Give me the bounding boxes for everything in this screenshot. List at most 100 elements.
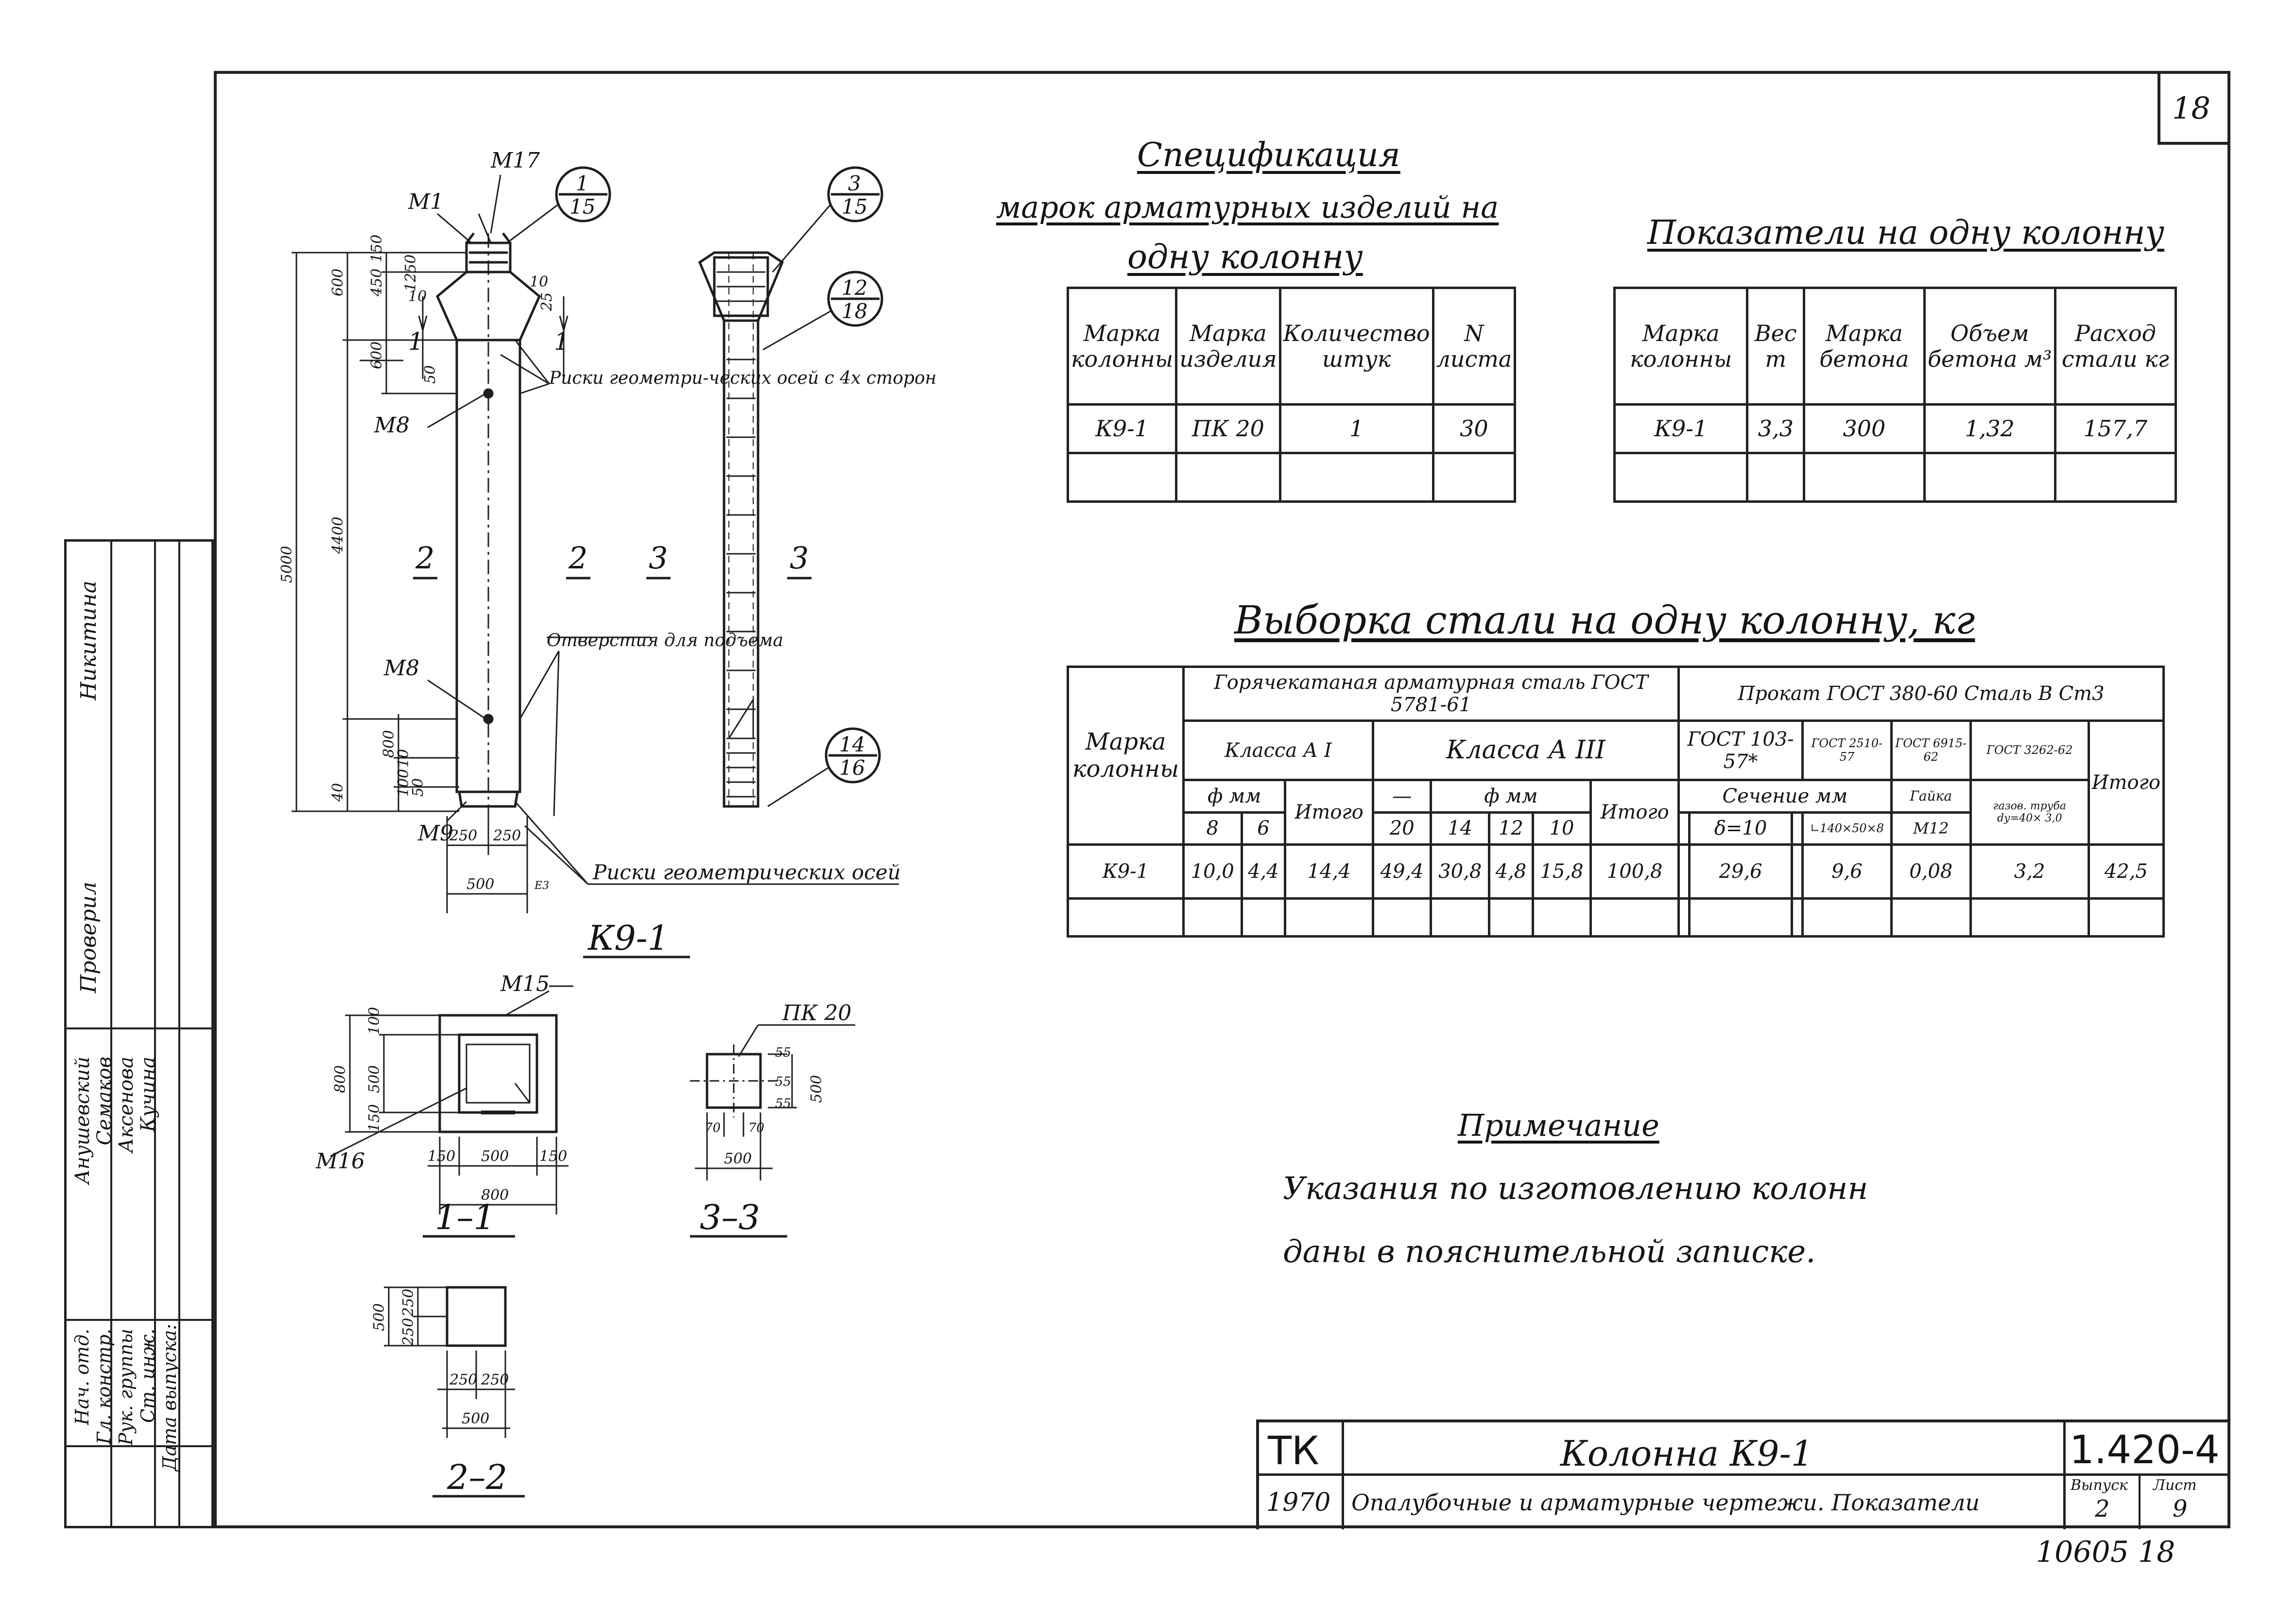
steel-cell-a1-8: 10,0 (1182, 843, 1243, 900)
section-mark-3a: 3 (649, 540, 668, 576)
steel-header-phi2: ф мм (1430, 779, 1592, 814)
note-title: Примечание (1458, 1108, 1659, 1143)
spec-cell-col-mark: К9-1 (1066, 403, 1178, 454)
stamp-subtitle: Опалубочные и арматурные чертежи. Показа… (1351, 1489, 1980, 1516)
spec-header-qty: Количество штук (1278, 287, 1434, 406)
ind-header-col-mark: Марка колонны (1613, 287, 1749, 406)
steel-header-gost6915: ГОСТ 6915-62 (1890, 719, 1972, 782)
stamp-list-label: Лист (2153, 1477, 2197, 1494)
dim-100: 100 (395, 769, 412, 797)
dim-600b: 600 (368, 342, 385, 369)
steel-header-angle: ∟140×50×8 (1801, 811, 1893, 846)
dim-50a: 50 (422, 365, 439, 384)
role-head-dept: Нач. отд. (71, 1329, 93, 1425)
signature-sidebar: Нач. отд. Гл. констр. Рук. группы Ст. ин… (64, 539, 214, 1528)
section-mark-3b: 3 (790, 540, 809, 576)
note-line1: Указания по изготовлению колонн (1283, 1171, 1868, 1207)
s22-dim-250b: 250 (400, 1318, 417, 1346)
dim-4400: 4400 (329, 517, 346, 554)
section-1-1-label: 1–1 (435, 1197, 495, 1237)
s33-dim-70a: 70 (705, 1121, 721, 1135)
label-geom-axes: Риски геометрических осей (592, 860, 901, 884)
s11-dim-100: 100 (366, 1007, 383, 1035)
role-senior-engineer: Ст. инж. (137, 1329, 158, 1423)
steel-header-section: Сечение мм (1677, 779, 1893, 814)
section-markers (413, 577, 811, 958)
stamp-title: Колонна К9-1 (1560, 1433, 1813, 1474)
ind-cell-steel: 157,7 (2054, 403, 2177, 454)
steel-table: Марка колонны Горячекатаная арматурная с… (1067, 665, 2165, 938)
dim-500: 500 (466, 876, 494, 893)
dim-5000: 5000 (278, 546, 295, 583)
steel-header-itogo1: Итого (1284, 779, 1374, 846)
elevation-dimensions (292, 252, 569, 913)
spec-header-col-mark: Марка колонны (1066, 287, 1178, 406)
spec-cell-sheet: 30 (1432, 403, 1517, 454)
steel-cell-total: 42,5 (2087, 843, 2165, 900)
callout-14-top: 14 (839, 733, 865, 756)
dim-250a: 250 (449, 827, 477, 844)
steel-header-phi1: ф мм (1182, 779, 1287, 814)
steel-header-itogo2: Итого (1589, 779, 1680, 846)
steel-cell-sec-delta: 29,6 (1688, 843, 1793, 900)
drawing-frame (214, 71, 2230, 1528)
steel-empty-row (1067, 897, 2165, 938)
s33-dim-70b: 70 (748, 1121, 764, 1135)
spec-title-line1: Спецификация (1137, 136, 1400, 174)
steel-header-m12: М12 (1890, 811, 1972, 846)
stamp-year: 1970 (1266, 1488, 1331, 1517)
dim-250b: 250 (493, 827, 521, 844)
s11-dim-150b: 150 (428, 1148, 455, 1165)
steel-header-class3: Класса А III (1371, 719, 1680, 782)
indicators-title: Показатели на одну колонну (1647, 214, 2165, 252)
spec-title-line3: одну колонну (1127, 238, 1363, 276)
stamp-org: ТК (1268, 1428, 1319, 1473)
note-line2: даны в пояснительной записке. (1283, 1234, 1816, 1270)
section-2-2-label: 2–2 (447, 1457, 507, 1497)
ind-cell-weight: 3,3 (1746, 403, 1806, 454)
steel-header-gost103: ГОСТ 103-57* (1677, 719, 1804, 782)
column-drawings: М17 М1 М8 М8 М9 М15 М16 ПК 20 Риски геом… (278, 148, 936, 1498)
s11-dim-500: 500 (366, 1065, 383, 1093)
spec-cell-qty: 1 (1278, 403, 1434, 454)
steel-cell-a3-14: 30,8 (1430, 843, 1491, 900)
label-m15: М15 (500, 972, 550, 996)
s33-dim-55c: 55 (775, 1096, 791, 1111)
spec-header-item-mark: Марка изделия (1175, 287, 1281, 406)
s33-dim-500: 500 (808, 1075, 825, 1103)
spec-header-sheet: N листа (1432, 287, 1517, 406)
ind-cell-volume: 1,32 (1923, 403, 2056, 454)
steel-header-col-mark: Марка колонны (1067, 665, 1185, 846)
steel-header-gost2510: ГОСТ 2510-57 (1801, 719, 1893, 782)
ind-cell-concrete: 300 (1803, 403, 1926, 454)
s11-dim-500b: 500 (481, 1148, 509, 1165)
callout-12-18 (827, 271, 883, 327)
steel-title: Выборка стали на одну колонну, кг (1234, 598, 1975, 643)
callout-12-top: 12 (842, 276, 867, 300)
checked-label: Проверил (76, 882, 101, 993)
steel-cell-sec-a (1677, 843, 1691, 900)
name-1: Анушевский (71, 1057, 94, 1184)
stamp-code: 10605 18 (2036, 1535, 2175, 1569)
s11-dim-150c: 150 (539, 1148, 567, 1165)
section-2-2 (384, 1286, 525, 1498)
steel-cell-a1-total: 14,4 (1284, 843, 1374, 900)
dim-50b: 50 (410, 778, 427, 797)
label-pk20: ПК 20 (782, 1001, 851, 1026)
label-m8-bottom: М8 (383, 656, 419, 681)
s22-dim-250: 250 (400, 1289, 417, 1317)
ind-cell-col-mark: К9-1 (1613, 403, 1749, 454)
name-4: Кучина (137, 1057, 159, 1132)
steel-cell-a3-20: 49,4 (1371, 843, 1433, 900)
spec-cell-item-mark: ПК 20 (1175, 403, 1281, 454)
name-2: Семаков (93, 1057, 116, 1145)
section-mark-2b: 2 (568, 540, 587, 576)
role-group-leader: Рук. группы (115, 1329, 137, 1445)
label-holes: Отверстия для подъема (547, 631, 783, 650)
callout-3-15 (827, 166, 883, 222)
section-1-1 (330, 985, 573, 1238)
dim-25: 25 (538, 292, 555, 311)
s33-dim-55b: 55 (775, 1075, 791, 1089)
steel-cell-a3-total: 100,8 (1589, 843, 1680, 900)
steel-cell-a1-6: 4,4 (1240, 843, 1287, 900)
